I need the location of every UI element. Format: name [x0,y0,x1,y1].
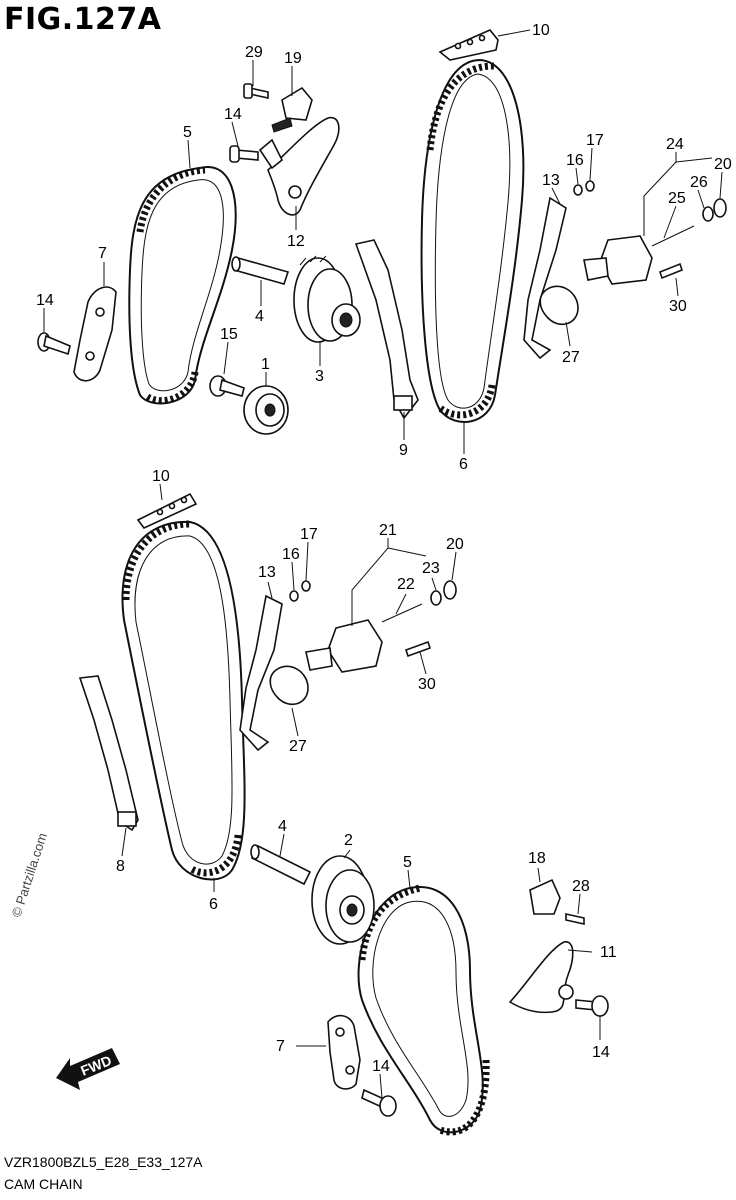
callouts-bottom: 10 17 21 20 16 23 13 22 30 27 8 4 2 5 6 … [116,468,617,1075]
callout-10-bottom: 10 [152,468,170,485]
callout-14-top: 14 [224,106,242,123]
callout-9: 9 [399,442,408,459]
callout-21: 21 [379,522,397,539]
callout-28: 28 [572,878,590,895]
cam-chain-rear-bottom [121,520,246,881]
callout-17-bottom: 17 [300,526,318,543]
bolt-29 [243,83,269,99]
idler-sprocket-1 [243,385,289,435]
callout-8: 8 [116,858,125,875]
callout-11: 11 [600,944,617,961]
tensioner-guide-13-top [523,196,567,360]
camshaft-sprocket-3 [293,255,361,343]
chain-guide-9 [354,239,419,420]
callout-3: 3 [315,368,324,385]
gasket-27-bottom [269,665,309,706]
callout-13-bottom: 13 [258,564,276,581]
callout-18: 18 [528,850,546,867]
bracket-18 [529,878,561,915]
diagram-name: CAM CHAIN [4,1176,83,1192]
camshaft-sprocket-2 [311,855,375,945]
callout-7-top: 7 [98,245,107,262]
callout-5-bottom: 5 [403,854,412,871]
callout-23: 23 [422,560,440,577]
watermark-text: © Partzilla.com [9,831,50,919]
bolt-15 [209,375,245,397]
fwd-label: FWD [78,1052,114,1079]
cam-chain-front-bottom [357,884,490,1136]
callout-5-top: 5 [183,124,192,141]
callout-14-bottom-right: 14 [592,1044,610,1061]
callout-25: 25 [668,190,686,207]
bolt-14-bottom-right [575,995,609,1017]
bolt-30-bottom [404,640,432,658]
callout-22: 22 [397,576,415,593]
tensioner-guide-13-bottom [239,594,283,752]
callout-24: 24 [666,136,684,153]
tensioner-adjuster-21-bottom [305,580,457,673]
callout-27-top: 27 [562,349,580,366]
callout-12: 12 [287,233,305,250]
callout-2: 2 [344,832,353,849]
chain-guide-7-top [73,286,117,382]
callout-13-top: 13 [542,172,560,189]
callout-17-top: 17 [586,132,604,149]
callout-6-bottom: 6 [209,896,218,913]
callout-1: 1 [261,356,270,373]
callout-4-bottom: 4 [278,818,287,835]
washers-16-17-bottom [289,580,311,602]
chain-guide-7-bottom [327,1014,361,1090]
pin-4-top [231,256,290,285]
callout-15: 15 [220,326,238,343]
gasket-27-top [539,285,579,326]
tensioner-adjuster-24-top [583,198,727,285]
callout-14-left: 14 [36,292,54,309]
bolt-14-top-left-2 [37,332,71,356]
callout-16-bottom: 16 [282,546,300,563]
callouts-top: 29 19 10 14 5 17 24 16 20 13 26 25 12 7 … [36,22,732,473]
callout-19: 19 [284,50,302,67]
callout-4-top: 4 [255,308,264,325]
bolt-14-top-left [229,145,259,163]
chain-guide-bottom-10 [136,492,198,529]
tensioner-arm-11 [508,941,574,1014]
callout-14-bottom-center: 14 [372,1058,390,1075]
tensioner-arm-12 [258,116,340,216]
bolt-28 [565,913,585,925]
cam-chain-rear-top [420,58,525,423]
callout-20-top: 20 [714,156,732,173]
bracket-19 [271,86,313,133]
callout-27-bottom: 27 [289,738,307,755]
callout-leaders [43,29,723,1099]
callout-6-top: 6 [459,456,468,473]
chain-guide-top-10 [438,29,499,61]
callout-30-bottom: 30 [418,676,436,693]
washers-16-17-top [573,180,595,196]
callout-7-bottom: 7 [276,1038,285,1055]
diagram-code: VZR1800BZL5_E28_E33_127A [4,1154,203,1170]
cam-chain-front-top [128,165,237,405]
callout-29: 29 [245,44,263,61]
callout-16-top: 16 [566,152,584,169]
fwd-arrow-icon: FWD [56,1048,120,1090]
pin-4-bottom [250,844,312,886]
figure-title: FIG.127A [4,2,162,37]
chain-guide-8 [78,675,139,832]
bolt-14-bottom-center [361,1088,397,1117]
callout-20-bottom: 20 [446,536,464,553]
callout-26: 26 [690,174,708,191]
callout-30-top: 30 [669,298,687,315]
callout-10-top: 10 [532,22,550,39]
bolt-30-top [659,262,683,280]
